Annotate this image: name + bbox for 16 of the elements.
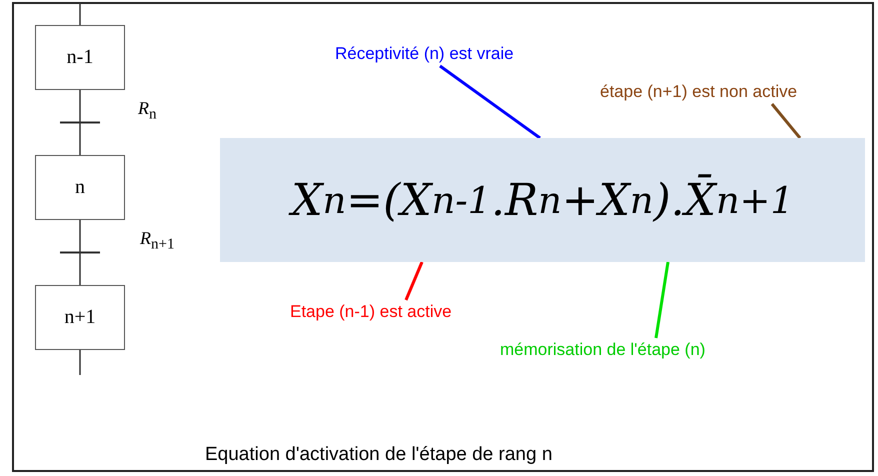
leader-line [439, 64, 541, 140]
link-line [79, 350, 81, 375]
callout-text: étape (n+1) est non active [600, 80, 870, 104]
step-box: n+1 [35, 285, 125, 350]
caption: Equation d'activation de l'étape de rang n [205, 444, 552, 466]
link-line [79, 3, 81, 25]
leader-line [404, 261, 424, 301]
leader-line [654, 262, 670, 338]
leader-line [770, 103, 802, 139]
transition-link [60, 220, 100, 285]
callout-text: Etape (n-1) est active [290, 300, 510, 324]
callout-text: Réceptivité (n) est vraie [335, 42, 565, 66]
callout-text: mémorisation de l'étape (n) [500, 338, 800, 362]
step-box: n [35, 155, 125, 220]
transition-link [60, 90, 100, 155]
step-box: n-1 [35, 25, 125, 90]
